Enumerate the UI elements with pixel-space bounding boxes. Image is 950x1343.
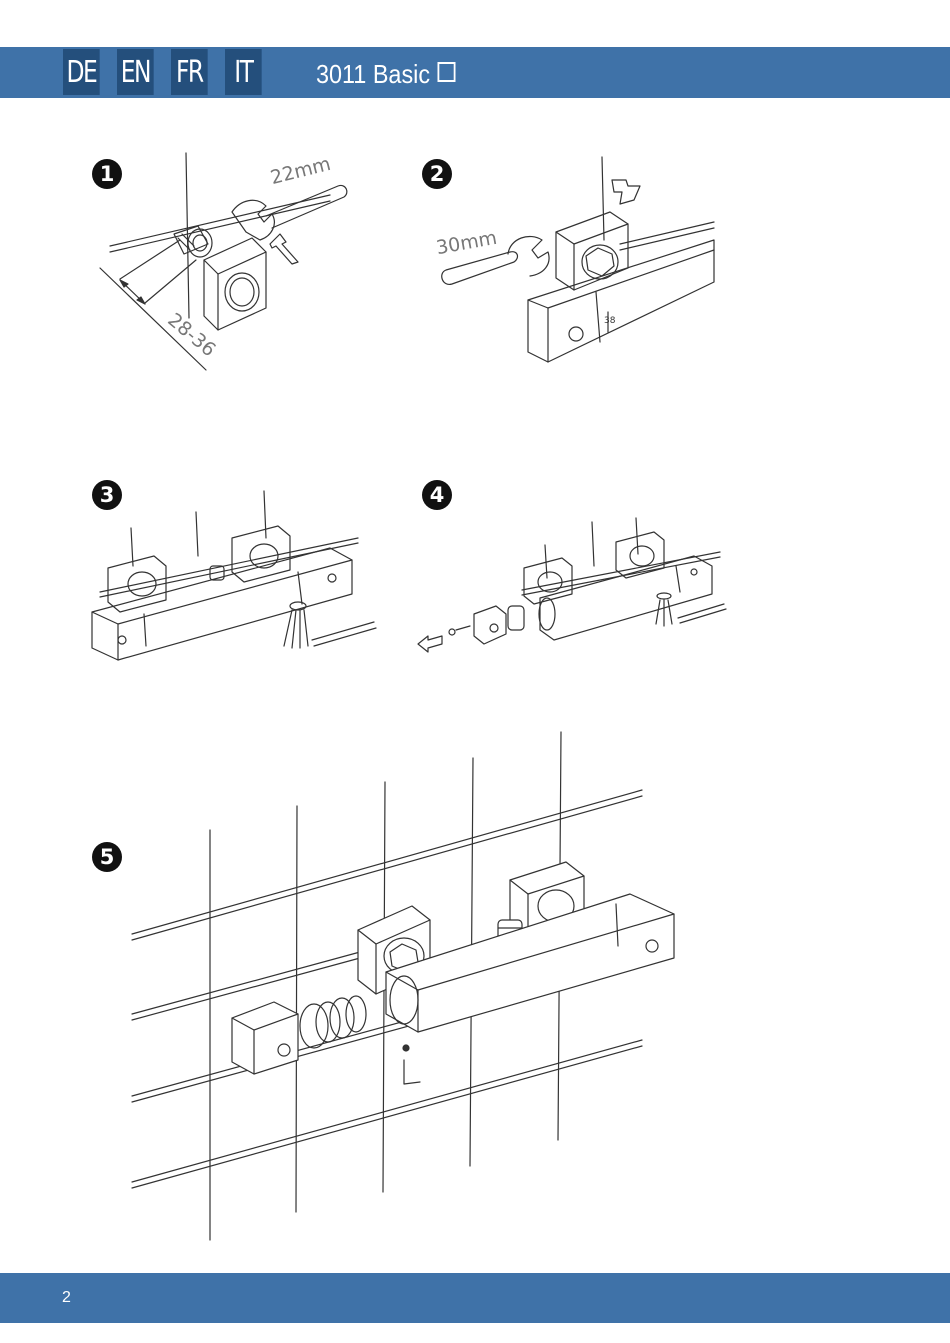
page-number: 2 bbox=[62, 1273, 71, 1323]
step-3-illustration bbox=[92, 491, 376, 660]
step-2-illustration bbox=[442, 157, 714, 362]
step-5-illustration bbox=[132, 732, 674, 1240]
step-4-illustration bbox=[418, 518, 726, 652]
temperature-scale-label: 38 bbox=[604, 316, 615, 326]
step-1-illustration bbox=[100, 153, 347, 370]
footer-bar: 2 bbox=[0, 1273, 950, 1323]
